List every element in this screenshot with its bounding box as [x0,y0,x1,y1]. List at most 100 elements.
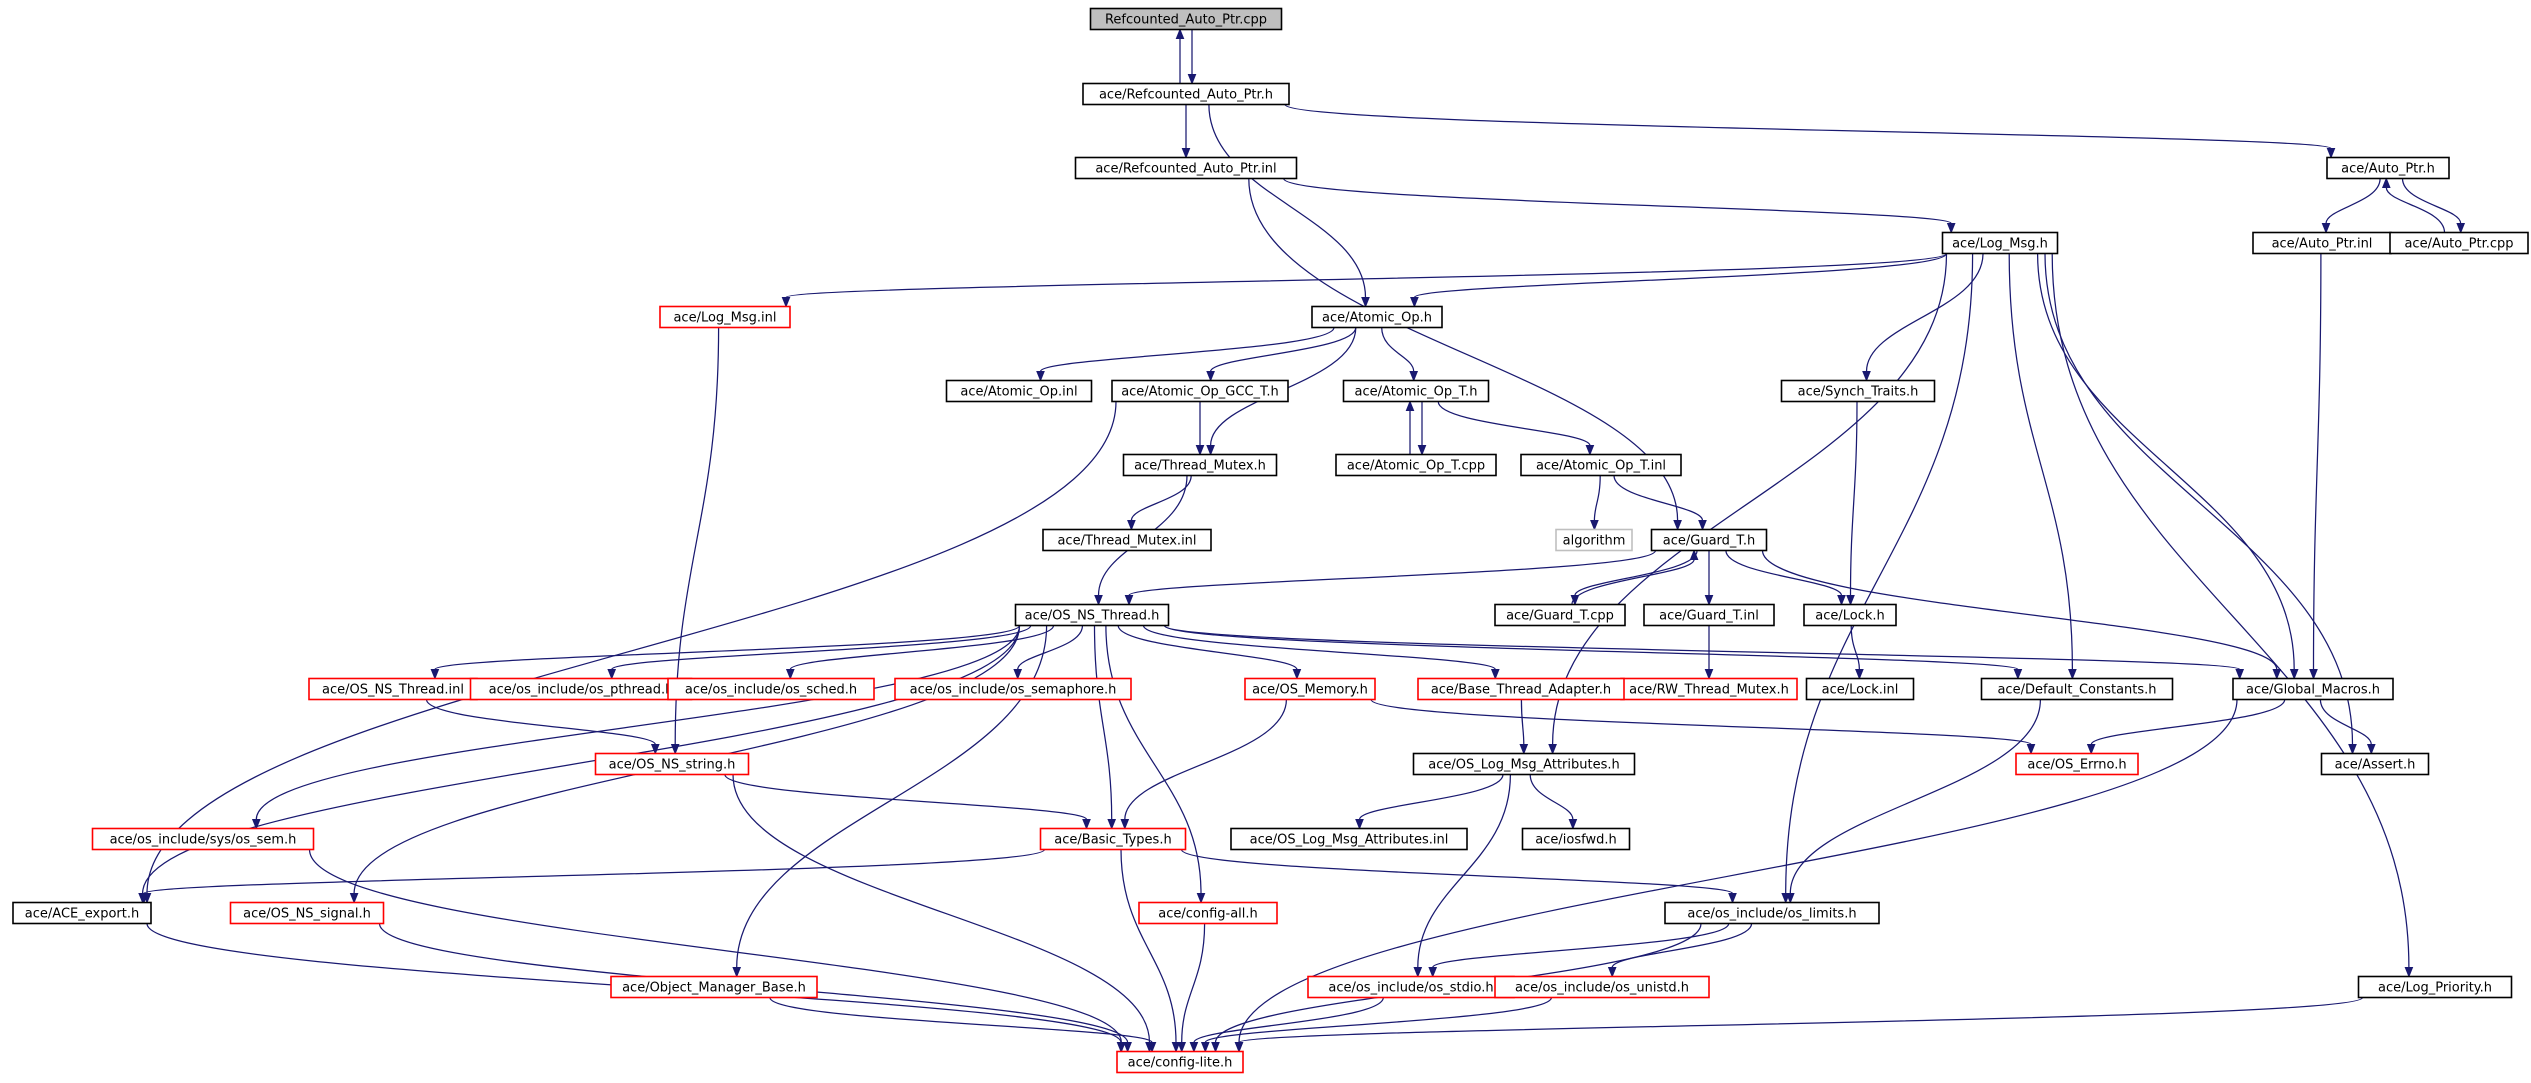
node-label: ace/Assert.h [2335,758,2416,773]
node-atomic-t-inl[interactable]: ace/Atomic_Op_T.inl [1520,453,1682,477]
edge-tmutex_h-to-tmutex_inl [1127,475,1192,531]
node-configlite[interactable]: ace/config-lite.h [1116,1050,1244,1074]
node-label: ace/Default_Constants.h [1997,683,2156,698]
edge-unistd-to-configlite [1200,997,1553,1053]
edge-atomic_t_h-to-atomic_t_cpp [1417,401,1427,456]
edge-rap_h-to-root [1175,28,1185,84]
node-label: ace/Atomic_Op_GCC_T.h [1121,385,1279,400]
edge-oslimits-to-unistd [1607,923,1753,978]
node-aceexport[interactable]: ace/ACE_export.h [12,901,152,925]
node-rap-h[interactable]: ace/Refcounted_Auto_Ptr.h [1082,82,1290,106]
edge-osnst_h-to-configall [1105,625,1206,904]
node-iosfwd[interactable]: ace/iosfwd.h [1521,827,1631,851]
node-label: Refcounted_Auto_Ptr.cpp [1105,13,1267,28]
node-sched[interactable]: ace/os_include/os_sched.h [667,677,875,701]
edge-lock_h-to-lock_inl [1850,625,1864,680]
node-tmutex-h[interactable]: ace/Thread_Mutex.h [1122,453,1278,477]
node-lock-h[interactable]: ace/Lock.h [1803,603,1897,627]
nodes-layer: Refcounted_Auto_Ptr.cpp ace/Refcounted_Au… [12,7,2529,1074]
node-logmsg-h[interactable]: ace/Log_Msg.h [1941,231,2059,255]
node-osnst-h[interactable]: ace/OS_NS_Thread.h [1014,603,1170,627]
edge-globalm-to-errno [2086,699,2286,755]
node-atomic-h[interactable]: ace/Atomic_Op.h [1311,305,1443,329]
node-guard-cpp[interactable]: ace/Guard_T.cpp [1494,603,1626,627]
node-atomic-t-h[interactable]: ace/Atomic_Op_T.h [1342,379,1490,403]
node-label: ace/Auto_Ptr.inl [2272,237,2373,252]
node-label: ace/Refcounted_Auto_Ptr.h [1099,88,1273,103]
node-unistd[interactable]: ace/os_include/os_unistd.h [1494,975,1710,999]
node-logmsg-inl[interactable]: ace/Log_Msg.inl [659,305,791,329]
edge-atomic_h-to-atomic_inl [1036,327,1335,382]
node-oslimits[interactable]: ace/os_include/os_limits.h [1664,901,1880,925]
node-oslma-h[interactable]: ace/OS_Log_Msg_Attributes.h [1412,752,1636,776]
node-label: ace/ACE_export.h [25,907,139,922]
edge-nsstring-to-basic [724,774,1091,830]
edge-logmsg_h-to-atomic_h [1410,252,1948,308]
node-rap-inl[interactable]: ace/Refcounted_Auto_Ptr.inl [1074,156,1298,180]
node-atomic-gcc[interactable]: ace/Atomic_Op_GCC_T.h [1111,379,1289,403]
node-oslma-inl[interactable]: ace/OS_Log_Msg_Attributes.inl [1230,827,1468,851]
node-label: ace/OS_NS_Thread.h [1025,609,1160,624]
edge-oslma_h-to-iosfwd [1529,774,1578,830]
node-nssignal[interactable]: ace/OS_NS_signal.h [229,901,385,925]
node-label: ace/Global_Macros.h [2246,683,2380,698]
node-guard-inl[interactable]: ace/Guard_T.inl [1643,603,1775,627]
node-pthread[interactable]: ace/os_include/os_pthread.h [469,677,693,701]
node-synch[interactable]: ace/Synch_Traits.h [1780,379,1936,403]
node-ap-h[interactable]: ace/Auto_Ptr.h [2326,156,2450,180]
node-osmem[interactable]: ace/OS_Memory.h [1244,677,1376,701]
node-label: ace/OS_NS_Thread.inl [322,683,464,698]
node-stdio[interactable]: ace/os_include/os_stdio.h [1307,975,1515,999]
node-label: ace/OS_Log_Msg_Attributes.h [1428,758,1619,773]
node-label: ace/Auto_Ptr.cpp [2404,237,2513,252]
edge-stdio-to-configlite [1189,997,1384,1053]
edge-oslma_h-to-stdio [1413,774,1512,978]
node-errno[interactable]: ace/OS_Errno.h [2015,752,2139,776]
node-logprio[interactable]: ace/Log_Priority.h [2357,975,2513,999]
node-atomic-inl[interactable]: ace/Atomic_Op.inl [945,379,1093,403]
node-label: ace/Basic_Types.h [1054,833,1171,848]
edge-logmsg_h-to-logmsg_inl [781,252,1948,308]
node-globalm[interactable]: ace/Global_Macros.h [2232,677,2394,701]
node-label: ace/Log_Priority.h [2378,981,2492,996]
edge-osnst_h-to-bta [1142,625,1500,680]
node-label: ace/Thread_Mutex.h [1134,459,1266,474]
node-bta[interactable]: ace/Base_Thread_Adapter.h [1417,677,1625,701]
node-label: algorithm [1563,534,1626,549]
edge-configall-to-configlite [1177,923,1206,1053]
node-osnst-inl[interactable]: ace/OS_NS_Thread.inl [308,677,478,701]
edge-oslma_h-to-oslma_inl [1355,774,1504,830]
node-defconst[interactable]: ace/Default_Constants.h [1980,677,2174,701]
edge-atomic_t_inl-to-algorithm [1590,475,1601,531]
edge-oslimits-to-stdio [1428,923,1730,978]
node-nsstring[interactable]: ace/OS_NS_string.h [594,752,750,776]
node-lock-inl[interactable]: ace/Lock.inl [1805,677,1915,701]
node-label: ace/OS_NS_string.h [609,758,736,773]
node-ap-inl[interactable]: ace/Auto_Ptr.inl [2252,231,2392,255]
node-ossem[interactable]: ace/os_include/sys/os_sem.h [91,827,315,851]
node-label: ace/Thread_Mutex.inl [1057,534,1196,549]
edge-osnst_h-to-osnst_inl [430,624,1021,680]
node-tmutex-inl[interactable]: ace/Thread_Mutex.inl [1042,528,1212,552]
node-algorithm[interactable]: algorithm [1555,528,1633,552]
node-basic[interactable]: ace/Basic_Types.h [1039,827,1187,851]
edge-guard_h-to-osnst_h [1124,549,1657,606]
node-omb[interactable]: ace/Object_Manager_Base.h [610,975,818,999]
edge-root-to-rap_h [1187,29,1197,85]
edge-guard_cpp-to-guard_h [1571,549,1699,605]
edge-logmsg_h-to-oslma_h [1548,253,1948,755]
edge-osnst_h-to-pthread [607,624,1032,680]
node-configall[interactable]: ace/config-all.h [1138,901,1278,925]
edge-guard_h-to-lock_h [1725,550,1846,606]
edge-basic-to-aceexport [139,848,1046,904]
node-atomic-t-cpp[interactable]: ace/Atomic_Op_T.cpp [1335,453,1497,477]
node-root[interactable]: Refcounted_Auto_Ptr.cpp [1089,7,1283,31]
node-ap-cpp[interactable]: ace/Auto_Ptr.cpp [2389,231,2529,255]
node-label: ace/os_include/os_unistd.h [1515,981,1689,996]
node-assert[interactable]: ace/Assert.h [2320,752,2430,776]
edge-atomic_h-to-atomic_t_h [1381,327,1419,382]
node-label: ace/Object_Manager_Base.h [622,981,806,996]
node-guard-h[interactable]: ace/Guard_T.h [1650,528,1768,552]
node-semaphore[interactable]: ace/os_include/os_semaphore.h [894,677,1132,701]
node-rwtm[interactable]: ace/RW_Thread_Mutex.h [1620,677,1798,701]
